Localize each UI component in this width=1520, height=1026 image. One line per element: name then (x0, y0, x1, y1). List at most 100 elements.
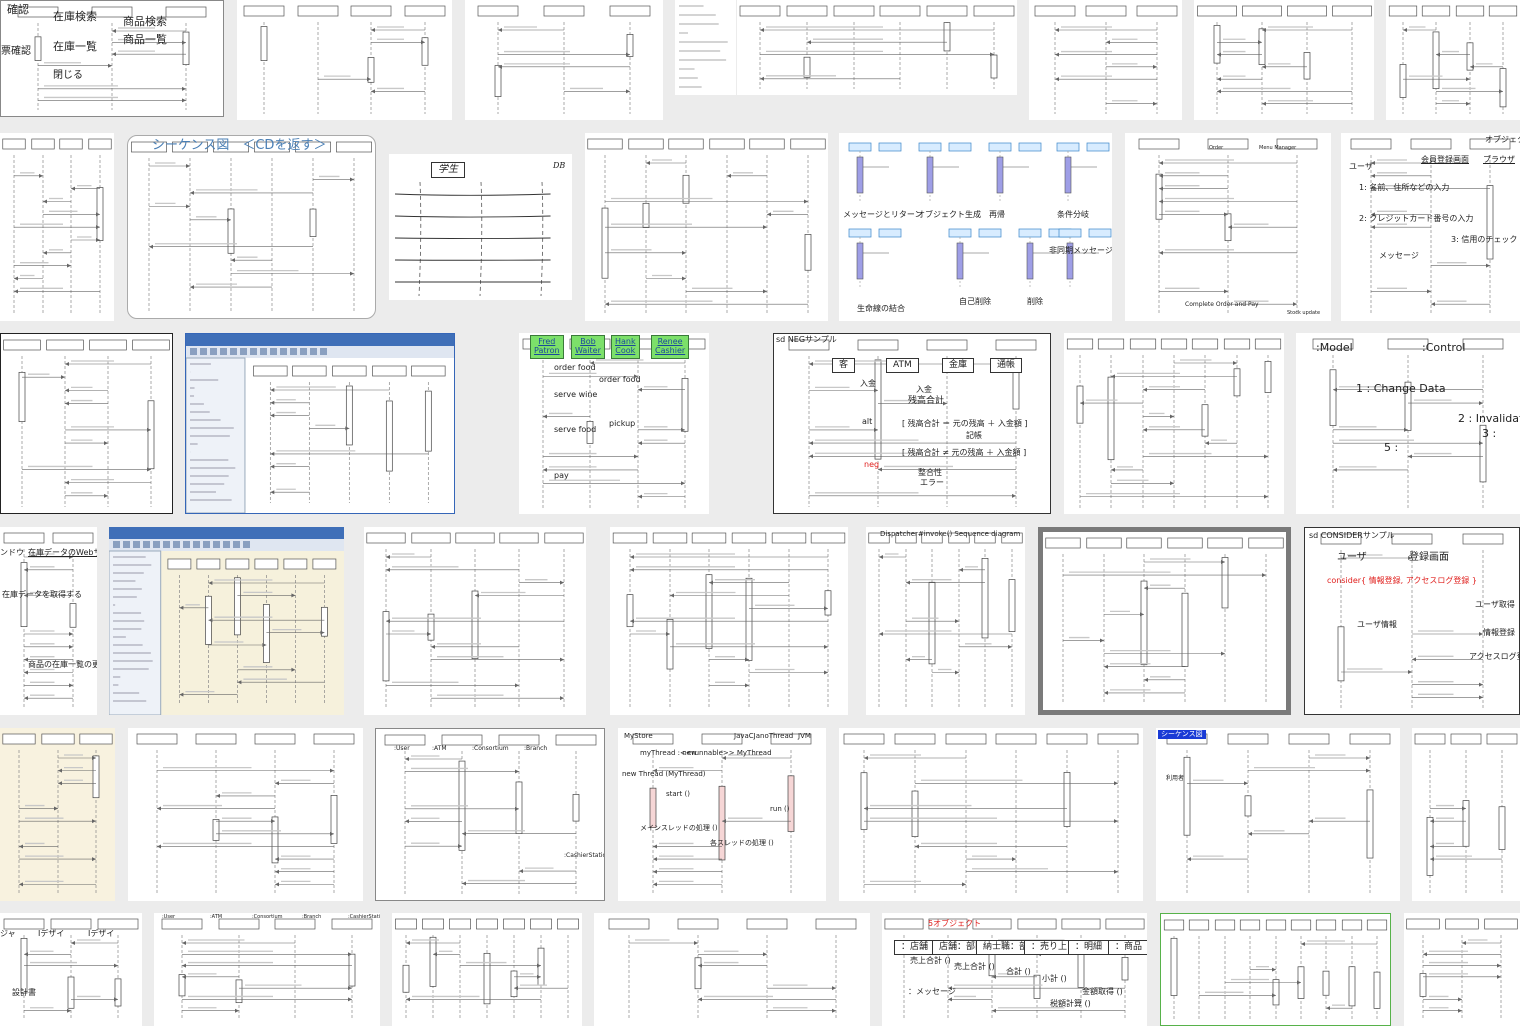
arrow-head (330, 831, 334, 836)
result-thumbnail[interactable] (675, 0, 736, 95)
result-thumbnail[interactable] (594, 913, 870, 1026)
lifeline-head (926, 339, 968, 351)
arrow-head (1217, 89, 1221, 94)
result-thumbnail[interactable]: シーケンス図利用者 (1156, 728, 1400, 901)
activation-bar (626, 594, 634, 628)
arrow-head (67, 1008, 71, 1013)
arrow-head (1217, 52, 1221, 57)
result-thumbnail[interactable]: :User:ATM:Consortium:Branch:CashierStati… (375, 728, 605, 901)
arrow-head (1408, 556, 1412, 560)
result-thumbnail[interactable]: Dispatcher#invoke() Sequence diagram (866, 527, 1025, 715)
diagram-label: 情報登録 (1483, 628, 1515, 637)
arrow-head (65, 401, 69, 406)
diagram-label: 利用者 (1166, 775, 1185, 782)
lifeline-head (213, 141, 249, 153)
diagram-label: Iデザイ (88, 929, 115, 938)
diagram-label: start () (666, 790, 690, 798)
arrow-head (227, 217, 231, 222)
result-thumbnail[interactable]: 5オブジェクト：店舗店舗：部門納士職：部門：売り上げ：明細：商品売上合計 ()売… (882, 913, 1147, 1026)
lifeline-head (555, 734, 597, 746)
arrow-head (1366, 756, 1370, 760)
result-thumbnail[interactable] (1194, 0, 1374, 120)
lifeline-head (1207, 138, 1249, 150)
arrow-head (722, 819, 726, 824)
lifeline-head (1034, 5, 1076, 17)
activation-bar (1303, 52, 1311, 80)
result-thumbnail[interactable] (1064, 333, 1284, 514)
activation-bar (1213, 25, 1221, 64)
result-thumbnail[interactable] (585, 133, 828, 321)
lifeline-head (1469, 138, 1511, 150)
result-thumbnail[interactable] (128, 728, 363, 901)
result-thumbnail[interactable] (185, 333, 455, 514)
lifeline-head (422, 918, 444, 930)
diagram-drawing (612, 532, 846, 709)
result-thumbnail[interactable] (1160, 913, 1391, 1026)
arrow-head (915, 844, 919, 849)
diagram-label: :Model (1316, 341, 1353, 354)
diagram-drawing (109, 527, 344, 715)
arrow-head (96, 212, 100, 217)
result-thumbnail[interactable] (1029, 0, 1182, 120)
result-thumbnail[interactable] (1038, 527, 1291, 715)
arrow-head (406, 941, 410, 945)
arrow-head (745, 657, 749, 662)
result-thumbnail[interactable] (1386, 0, 1520, 120)
result-thumbnail[interactable]: シーケンス図 ＜CDを返す＞ (127, 135, 376, 319)
diagram-label: <<runnable>> MyThread (680, 749, 772, 757)
arrow-head (275, 781, 279, 786)
result-thumbnail[interactable] (737, 0, 1017, 95)
lifeline-head (1223, 338, 1251, 350)
lifeline-head (1239, 919, 1261, 931)
arrow-head (955, 670, 959, 675)
result-thumbnail[interactable] (610, 527, 848, 715)
activation-bar (429, 936, 437, 987)
result-thumbnail[interactable] (392, 913, 582, 1026)
diagram-label: neg (864, 460, 880, 469)
result-thumbnail[interactable] (237, 0, 452, 120)
arrow-head (709, 580, 713, 585)
result-thumbnail[interactable] (1404, 913, 1520, 1026)
diagram-label: 閉じる (53, 70, 83, 81)
diagram-label: 残高合計 (908, 396, 945, 406)
diagram-label: 1: 名前、住所などの入力 (1359, 183, 1450, 192)
result-thumbnail[interactable]: :User:ATM:Consortium:Branch:CashierStati… (154, 913, 380, 1026)
arrow-head (560, 696, 564, 701)
result-thumbnail[interactable]: ンドウ在庫データのWebサービス在庫データを取得する商品の在庫一覧の更新表示 (0, 527, 97, 715)
result-thumbnail[interactable] (109, 527, 344, 715)
result-thumbnail[interactable] (0, 133, 114, 321)
result-thumbnail[interactable] (465, 0, 663, 120)
diagram-drawing (868, 532, 1023, 709)
result-thumbnail[interactable] (364, 527, 586, 715)
diagram-label: シーケンス図 (1158, 730, 1206, 739)
activation-bar (1183, 756, 1191, 836)
result-thumbnail[interactable] (0, 333, 173, 514)
diagram-label: :Consortium (252, 914, 283, 920)
arrow-head (1055, 77, 1059, 82)
activation-bar (1486, 185, 1494, 260)
result-thumbnail[interactable] (839, 728, 1143, 901)
arrow-head (104, 441, 108, 446)
result-thumbnail[interactable]: 確認在庫検索商品検索在庫一覧商品一覧閉じる票確認 (0, 0, 224, 117)
diagram-canvas (253, 365, 446, 503)
activation-bar (990, 54, 998, 79)
arrow-head (646, 161, 650, 165)
arrow-head (634, 374, 638, 379)
result-thumbnail[interactable] (0, 728, 115, 901)
result-thumbnail[interactable]: メッセージとリターンオブジェクト生成再帰条件分岐自己削除削除非同期メッセージ生命… (839, 133, 1112, 321)
result-thumbnail[interactable] (1412, 728, 1520, 901)
arrow-head (182, 86, 186, 91)
arrow-head (653, 857, 657, 862)
diagram-drawing (1406, 918, 1518, 1020)
lifeline-head (1350, 138, 1392, 150)
